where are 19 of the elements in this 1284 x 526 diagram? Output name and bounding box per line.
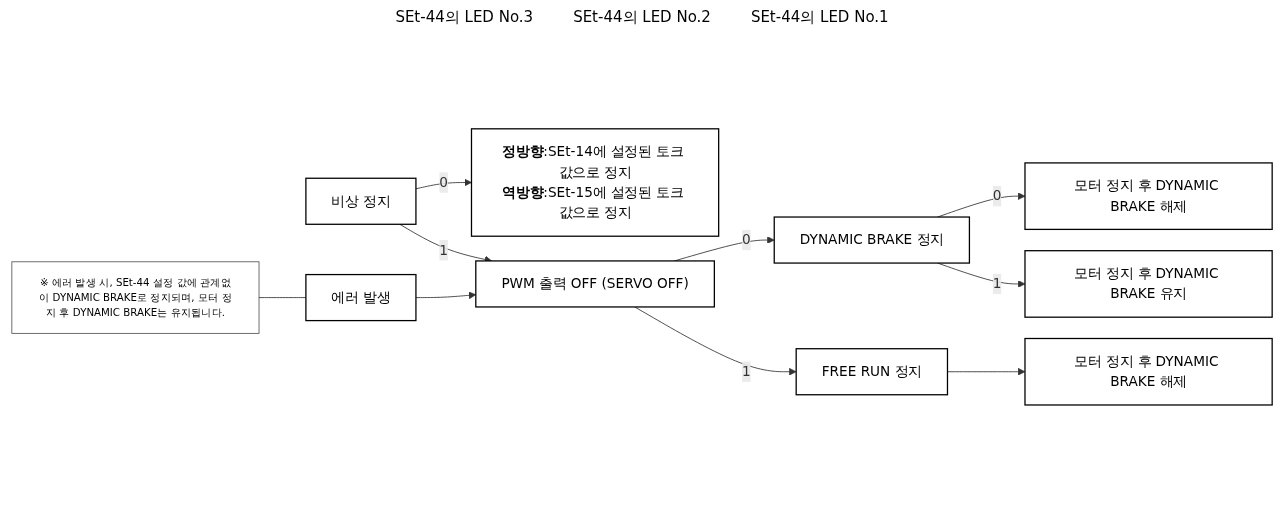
edge-label: 0 xyxy=(992,187,1002,204)
node-box: 비상 정지 xyxy=(305,177,417,225)
node-box: 모터 정지 후 DYNAMIC BRAKE 해제 xyxy=(1024,337,1273,406)
node-box: PWM 출력 OFF (SERVO OFF) xyxy=(475,260,715,308)
node-box: DYNAMIC BRAKE 정지 xyxy=(773,216,971,264)
edge-label: 0 xyxy=(742,231,751,248)
node-box: 모터 정지 후 DYNAMIC BRAKE 해제 xyxy=(1024,162,1273,231)
node-box: 에러 발생 xyxy=(305,274,417,322)
note-text: SEt-44의 LED No.2 xyxy=(573,8,711,27)
edge-label: 0 xyxy=(439,174,449,191)
node-box: 모터 정지 후 DYNAMIC BRAKE 유지 xyxy=(1024,250,1273,318)
edge-label: 1 xyxy=(742,363,751,380)
edge-label: 1 xyxy=(992,275,1002,292)
node-box: FREE RUN 정지 xyxy=(795,348,949,396)
node-box: ※ 에러 발생 시, SEt-44 설정 값에 관계없이 DYNAMIC BRAKE로 정지되며, 모터 정지 후 DYNAMIC BRAKE는 유지됩니다. xyxy=(11,261,260,334)
edge-label: 1 xyxy=(439,241,449,259)
node-box: 정방향:SEt-14에 설정된 토크 값으로 정지 역방향:SEt-15에 설정된 토크 값으로 정지 xyxy=(470,128,720,237)
note-text: SEt-44의 LED No.3 xyxy=(395,8,534,27)
note-text: SEt-44의 LED No.1 xyxy=(750,8,889,27)
